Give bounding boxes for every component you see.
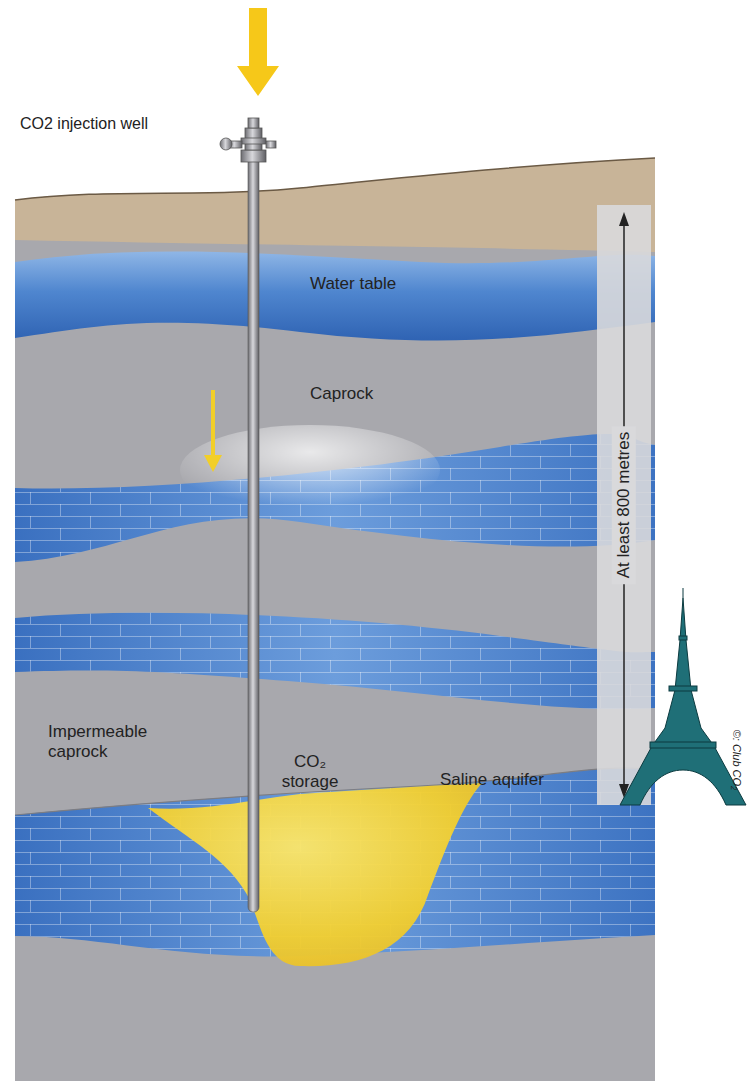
rock-body xyxy=(15,158,655,1081)
wellhead xyxy=(220,118,276,162)
aquifer-glow xyxy=(180,425,440,515)
layer-label: Saline aquifer xyxy=(440,770,600,790)
arrowhead xyxy=(619,212,629,226)
depth-bar xyxy=(597,205,651,805)
copyright-note: ©: Club CO₂ xyxy=(727,724,744,797)
aquifer-bricks xyxy=(15,613,655,709)
layer-label: Caprock xyxy=(310,384,470,404)
eiffel-tower xyxy=(620,588,746,805)
dimension-label: At least 800 metres xyxy=(612,426,636,584)
aquifer-band xyxy=(15,613,655,709)
well-label: CO2 injection well xyxy=(20,114,160,133)
water-table-band xyxy=(15,252,655,341)
flow-arrow xyxy=(204,390,222,472)
well-pipe xyxy=(248,150,259,912)
ground-surface xyxy=(15,158,655,200)
layer-label: Water table xyxy=(310,274,470,294)
injection-arrow xyxy=(237,8,279,96)
soil-layer xyxy=(15,158,655,252)
layer-label: Impermeable caprock xyxy=(48,722,173,763)
co2-plume xyxy=(148,783,482,966)
storage-label: CO₂ storage xyxy=(268,752,352,793)
